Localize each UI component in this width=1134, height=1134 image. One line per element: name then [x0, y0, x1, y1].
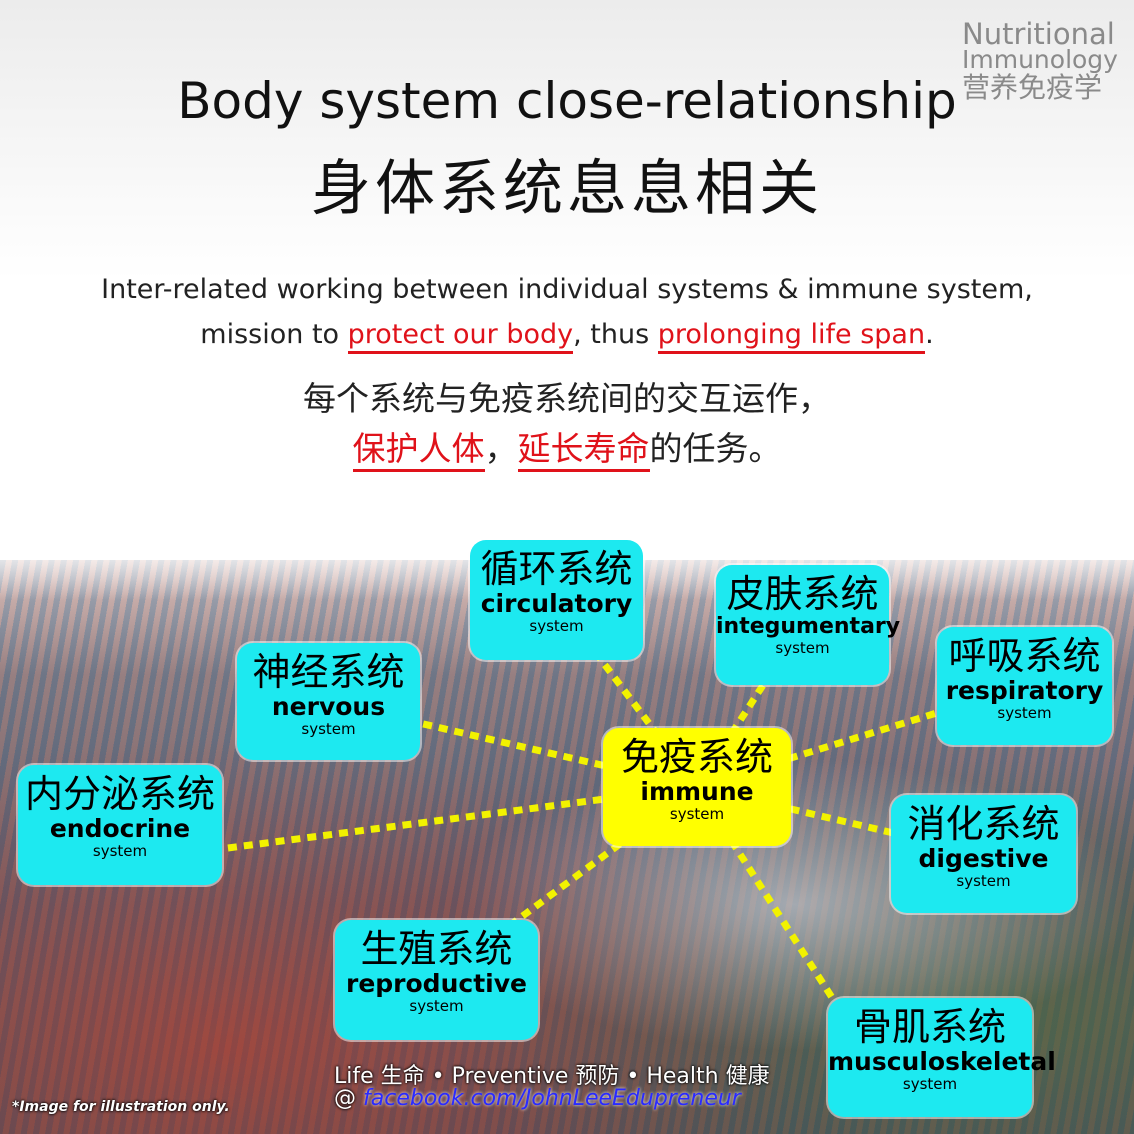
description-zh-line2: 保护人体，延长寿命的任务。 — [0, 422, 1134, 472]
label-en: immune — [640, 776, 754, 806]
label-sub: system — [669, 805, 725, 824]
label-zh: 骨肌系统 — [853, 1005, 1006, 1049]
label-en: musculoskeletal — [828, 1046, 1056, 1076]
highlight-zh-prolong: 延长寿命 — [517, 429, 650, 472]
label-zh: 内分泌系统 — [24, 772, 215, 816]
description-en-line1: Inter-related working between individual… — [101, 274, 1033, 305]
header-background — [0, 0, 1134, 280]
brand-logo: Nutritional Immunology 营养免疫学 — [962, 20, 1118, 102]
highlight-protect: protect our body — [347, 319, 574, 354]
label-en: reproductive — [346, 968, 527, 998]
description-en-line2: mission to protect our body, thus prolon… — [0, 319, 1134, 354]
text: ， — [484, 429, 518, 468]
label-sub: system — [775, 639, 830, 658]
at-symbol: @ — [334, 1086, 363, 1111]
title-english: Body system close-relationship — [177, 72, 957, 130]
label-zh: 神经系统 — [252, 650, 405, 694]
text: mission to — [200, 319, 348, 350]
label-en: respiratory — [945, 675, 1104, 705]
label-sub: system — [92, 842, 148, 861]
text: , thus — [573, 319, 658, 350]
label-zh: 呼吸系统 — [948, 634, 1101, 678]
label-zh: 消化系统 — [907, 802, 1060, 846]
text: 的任务。 — [649, 429, 782, 468]
label-zh: 皮肤系统 — [726, 572, 879, 616]
description-zh-line1: 每个系统与免疫系统间的交互运作， — [303, 379, 831, 418]
footer-tagline: Life 生命 • Preventive 预防 • Health 健康 — [334, 1064, 770, 1089]
label-en: nervous — [271, 691, 386, 721]
label-sub: system — [529, 617, 584, 636]
label-zh: 免疫系统 — [620, 735, 773, 779]
label-sub: system — [902, 1075, 958, 1094]
label-sub: system — [997, 704, 1052, 723]
label-sub: system — [956, 872, 1011, 891]
label-en: circulatory — [480, 588, 633, 618]
label-sub: system — [409, 997, 464, 1016]
title-chinese: 身体系统息息相关 — [311, 154, 823, 224]
label-en: endocrine — [49, 813, 191, 843]
label-zh: 循环系统 — [480, 547, 633, 591]
label-en: integumentary — [716, 613, 901, 639]
brand-line3: 营养免疫学 — [962, 71, 1103, 104]
label-sub: system — [301, 720, 356, 739]
text: . — [925, 319, 934, 350]
connector-musculoskeletal — [694, 785, 843, 1012]
brand-line1: Nutritional — [962, 17, 1115, 51]
brand-line2: Immunology — [962, 45, 1118, 74]
facebook-link[interactable]: facebook.com/JohnLeeEdupreneur — [363, 1086, 741, 1111]
label-en: digestive — [918, 843, 1049, 873]
label-zh: 生殖系统 — [360, 927, 513, 971]
highlight-zh-protect: 保护人体 — [352, 429, 485, 472]
disclaimer: *Image for illustration only. — [12, 1099, 230, 1115]
highlight-prolong: prolonging life span — [657, 319, 926, 354]
footer-link-row: @ facebook.com/JohnLeeEdupreneur — [334, 1086, 741, 1111]
